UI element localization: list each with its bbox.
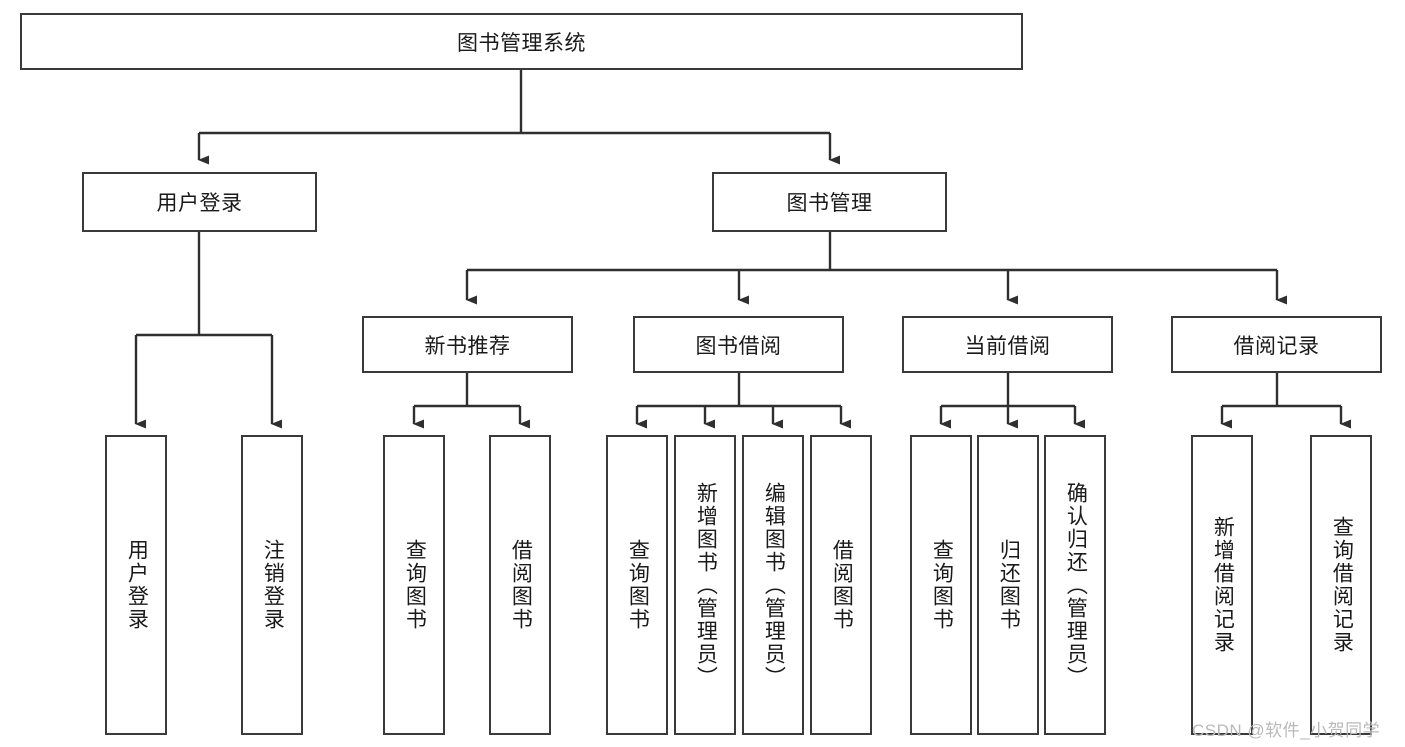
node-leaf-add-record[interactable]: 新增借阅记录 [1191, 435, 1253, 735]
node-leaf-return-book[interactable]: 归还图书 [977, 435, 1039, 735]
node-leaf-edit-book[interactable]: 编辑图书（管理员） [742, 435, 804, 735]
node-leaf-add-record-label: 新增借阅记录 [1211, 516, 1235, 654]
node-leaf-return-book-label: 归还图书 [997, 539, 1021, 631]
node-leaf-query-record-label: 查询借阅记录 [1330, 516, 1354, 654]
node-leaf-user-login[interactable]: 用户登录 [105, 435, 167, 735]
node-leaf-query-record[interactable]: 查询借阅记录 [1310, 435, 1372, 735]
node-borrow-record[interactable]: 借阅记录 [1171, 316, 1382, 373]
node-leaf-query-book-2[interactable]: 查询图书 [606, 435, 668, 735]
node-leaf-add-book[interactable]: 新增图书（管理员） [674, 435, 736, 735]
node-root[interactable]: 图书管理系统 [20, 13, 1023, 70]
node-leaf-confirm-return[interactable]: 确认归还（管理员） [1044, 435, 1106, 735]
node-root-label: 图书管理系统 [457, 31, 586, 55]
node-user-login-label: 用户登录 [156, 192, 243, 215]
node-leaf-query-book-1[interactable]: 查询图书 [383, 435, 445, 735]
node-book-manage[interactable]: 图书管理 [712, 172, 947, 232]
node-leaf-query-book-3[interactable]: 查询图书 [910, 435, 972, 735]
node-new-book-recommend[interactable]: 新书推荐 [362, 316, 573, 373]
node-leaf-borrow-book-2-label: 借阅图书 [830, 539, 854, 631]
node-leaf-logout-login-label: 注销登录 [261, 539, 285, 631]
node-book-manage-label: 图书管理 [786, 192, 873, 215]
node-leaf-user-login-label: 用户登录 [125, 539, 149, 631]
node-current-borrow-label: 当前借阅 [964, 334, 1051, 358]
node-new-book-recommend-label: 新书推荐 [424, 334, 511, 358]
node-leaf-edit-book-label: 编辑图书（管理员） [762, 481, 786, 689]
node-book-borrow-label: 图书借阅 [695, 334, 782, 358]
node-borrow-record-label: 借阅记录 [1233, 334, 1320, 358]
node-leaf-query-book-3-label: 查询图书 [930, 539, 954, 631]
node-user-login[interactable]: 用户登录 [82, 172, 317, 232]
node-leaf-query-book-2-label: 查询图书 [626, 539, 650, 631]
node-leaf-confirm-return-label: 确认归还（管理员） [1064, 481, 1088, 689]
node-leaf-borrow-book-2[interactable]: 借阅图书 [810, 435, 872, 735]
csdn-watermark: CSDN @软件_小贺同学 [1192, 721, 1381, 740]
node-current-borrow[interactable]: 当前借阅 [902, 316, 1113, 373]
node-book-borrow[interactable]: 图书借阅 [633, 316, 844, 373]
node-leaf-borrow-book-1[interactable]: 借阅图书 [489, 435, 551, 735]
node-leaf-borrow-book-1-label: 借阅图书 [509, 539, 533, 631]
node-leaf-query-book-1-label: 查询图书 [403, 539, 427, 631]
node-leaf-add-book-label: 新增图书（管理员） [694, 481, 718, 689]
node-leaf-logout-login[interactable]: 注销登录 [241, 435, 303, 735]
